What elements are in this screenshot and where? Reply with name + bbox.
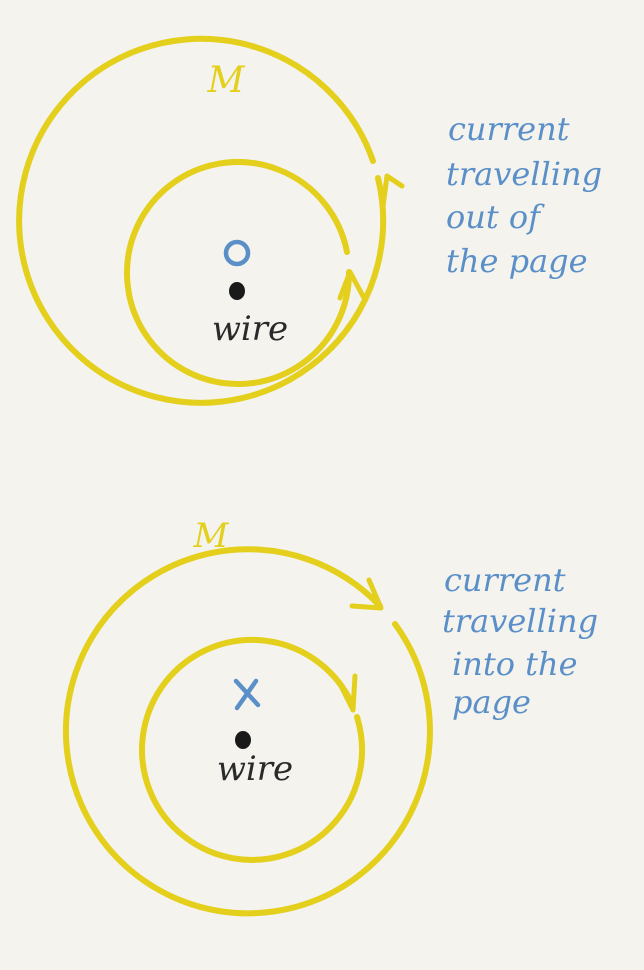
inner-arrowhead (337, 673, 358, 713)
annotation-note: current travelling into the page (442, 561, 598, 721)
field-label: M (193, 516, 230, 556)
note-line: the page (446, 242, 588, 280)
wire-dot (235, 731, 251, 749)
outer-arrowhead (380, 173, 405, 209)
inner-field-line (124, 159, 353, 387)
note-line: into the (452, 645, 578, 683)
note-line: current (448, 110, 570, 148)
note-line: page (452, 683, 531, 721)
annotation-note: current travelling out of the page (446, 110, 602, 280)
wire-dot (229, 282, 245, 300)
note-line: travelling (442, 602, 598, 640)
outer-arrowhead (349, 577, 384, 611)
wire-label: wire (217, 749, 293, 789)
note-line: out of (446, 198, 545, 236)
wire-label: wire (212, 309, 288, 349)
outer-field-line (16, 35, 387, 406)
diagram-into-page: M wire current travelling into the page (63, 516, 598, 917)
note-line: current (444, 561, 566, 599)
outer-field-line (63, 546, 433, 917)
current-out-symbol (223, 239, 251, 267)
note-line: travelling (446, 155, 602, 193)
field-label: M (207, 60, 246, 101)
inner-field-line (139, 636, 366, 863)
inner-arrowhead (337, 269, 367, 301)
diagram-out-of-page: M wire current travelling out of the pag… (16, 35, 602, 406)
current-into-symbol (233, 678, 261, 711)
